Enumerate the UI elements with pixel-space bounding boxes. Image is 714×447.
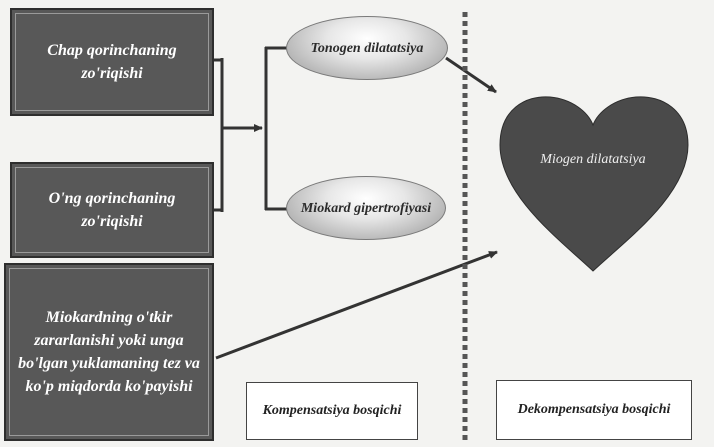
box-left-ventricle-strain: Chap qorinchaning zo'riqishi — [10, 8, 214, 116]
heart-label: Miogen dilatatsiya — [540, 152, 646, 167]
ellipse-myocardial-hypertrophy: Miokard gipertrofiyasi — [286, 176, 446, 240]
arrow-tonogen-heart — [445, 56, 497, 94]
stage-decompensation-label: Dekompensatsiya bosqichi — [496, 380, 692, 440]
box-acute-myocardial-damage: Miokardning o'tkir zararlanishi yoki ung… — [4, 263, 214, 441]
heart-shape — [499, 96, 689, 272]
ellipse-tonogenic-text: Tonogen dilatatsiya — [310, 40, 424, 56]
box-acute-damage-text: Miokardning o'tkir zararlanishi yoki ung… — [18, 309, 200, 395]
box-right-ventricle-text: O'ng qorinchaning zo'riqishi — [48, 190, 176, 230]
box-left-ventricle-text: Chap qorinchaning zo'riqishi — [47, 42, 177, 82]
stage-compensation-label: Kompensatsiya bosqichi — [246, 382, 418, 440]
ellipse-hypertrophy-text: Miokard gipertrofiyasi — [300, 200, 432, 216]
arrow-acute-heart — [215, 250, 498, 360]
box-right-ventricle-strain: O'ng qorinchaning zo'riqishi — [10, 162, 214, 258]
ellipse-tonogenic-dilatation: Tonogen dilatatsiya — [286, 16, 448, 80]
